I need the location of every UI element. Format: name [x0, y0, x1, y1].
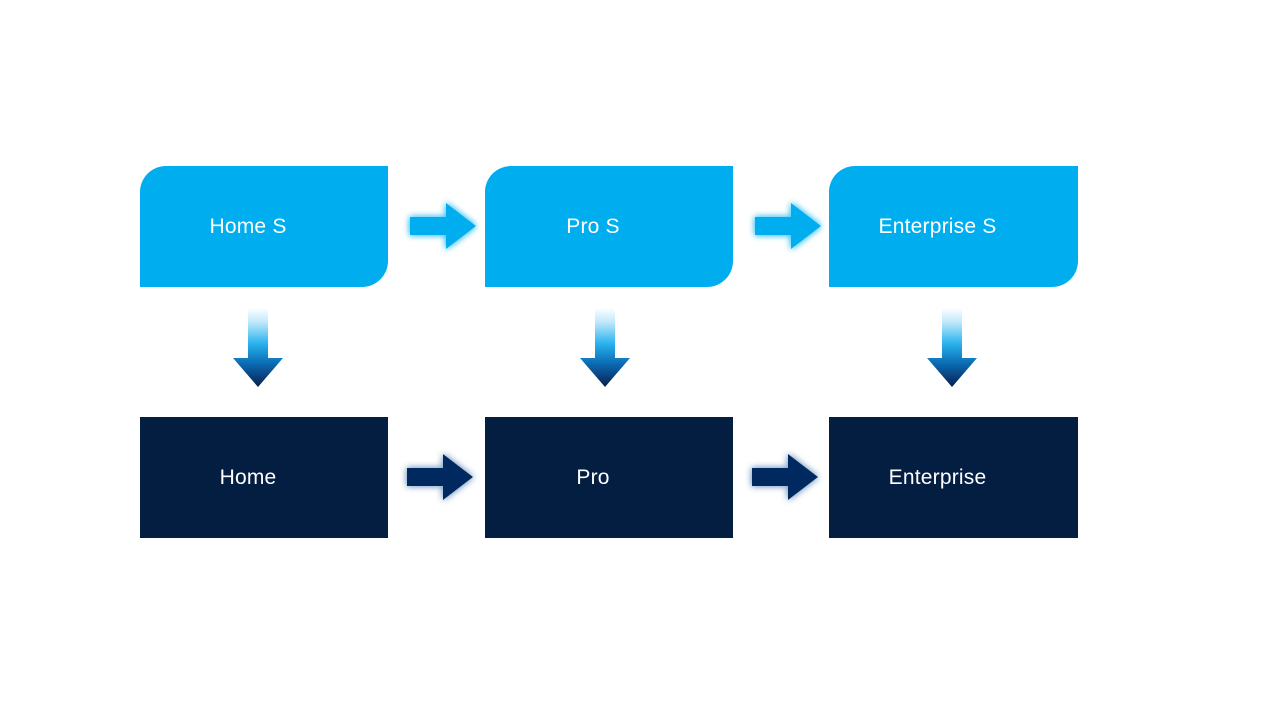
arrow-right-icon-home-to-pro: [405, 450, 475, 504]
arrow-right-icon-pro-to-enterprise: [750, 450, 820, 504]
process-box-home[interactable]: Home: [140, 417, 388, 538]
arrow-down-icon-pro-s-to-pro: [578, 308, 632, 390]
process-box-pro[interactable]: Pro: [485, 417, 733, 538]
process-box-label: Home S: [209, 214, 287, 238]
process-box-label: Enterprise: [888, 465, 987, 489]
process-box-enterprise-s[interactable]: Enterprise S: [829, 166, 1078, 287]
arrow-down-icon-home-s-to-home: [231, 308, 285, 390]
arrow-down-icon-enterprise-s-to-enterprise: [925, 308, 979, 390]
process-box-label: Pro S: [566, 214, 620, 238]
process-box-label: Enterprise S: [878, 214, 997, 238]
process-box-pro-s[interactable]: Pro S: [485, 166, 733, 287]
arrow-right-icon-home-s-to-pro-s: [408, 199, 478, 253]
arrow-right-icon-pro-s-to-enterprise-s: [753, 199, 823, 253]
process-box-home-s[interactable]: Home S: [140, 166, 388, 287]
process-box-enterprise[interactable]: Enterprise: [829, 417, 1078, 538]
process-box-label: Home: [219, 465, 277, 489]
process-box-label: Pro: [576, 465, 610, 489]
